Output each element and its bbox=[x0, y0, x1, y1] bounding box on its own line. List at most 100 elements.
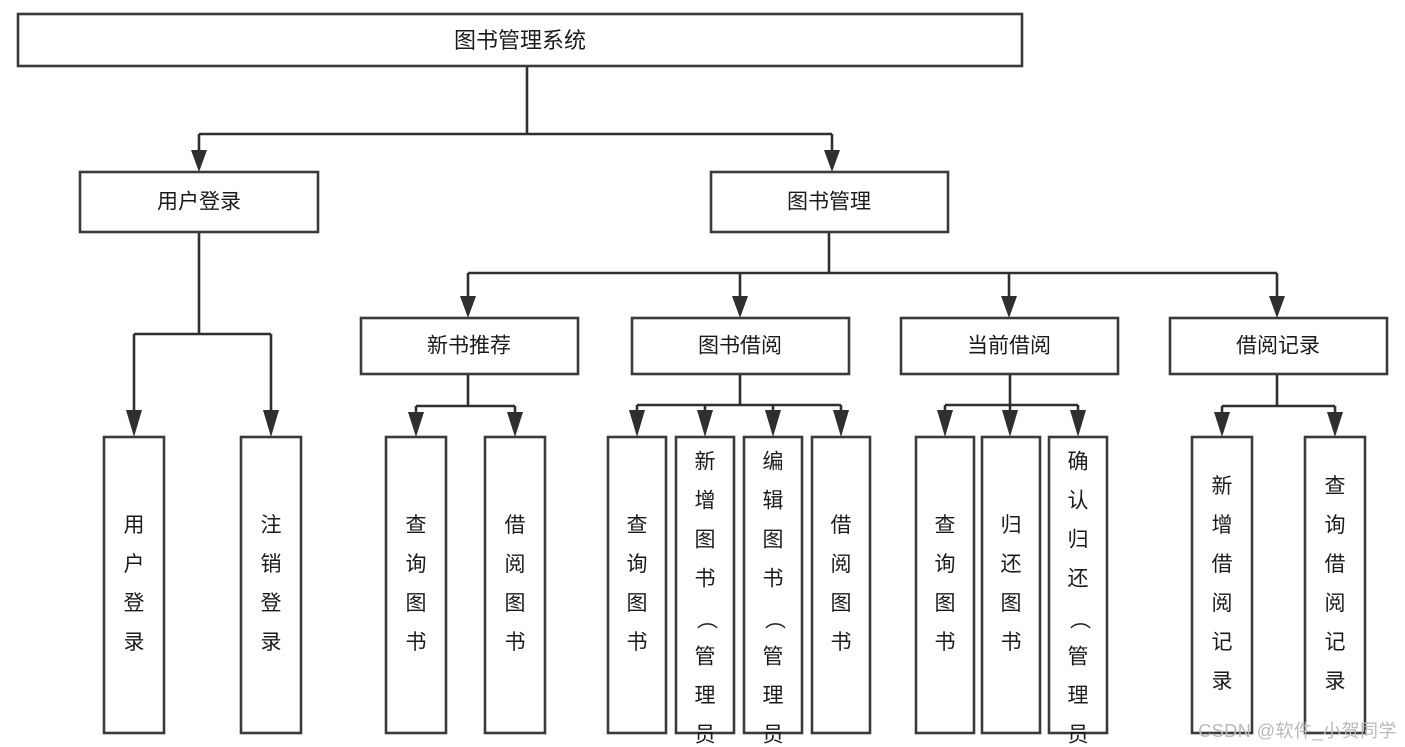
node-user-login[interactable]: 用户登录 bbox=[78, 170, 320, 234]
leaf-char: 查 bbox=[1325, 475, 1346, 498]
leaf-char: 阅 bbox=[1212, 592, 1233, 615]
node-root-box[interactable] bbox=[16, 12, 1024, 68]
leaf-char: 理 bbox=[763, 685, 784, 708]
leaf-char: 归 bbox=[1068, 529, 1089, 552]
leaf-char: 编 bbox=[763, 451, 784, 474]
leaf-char: 销 bbox=[261, 553, 282, 576]
leaf-char: 阅 bbox=[831, 553, 852, 576]
leaf-char: 录 bbox=[1325, 670, 1346, 693]
leaf-char: 借 bbox=[831, 514, 852, 537]
leaf-char: 还 bbox=[1068, 568, 1089, 591]
node-borrow-record[interactable]: 借阅记录 bbox=[1168, 316, 1389, 376]
node-new-book-recommend[interactable]: 新书推荐 bbox=[359, 316, 580, 376]
leaf-char: 认 bbox=[1068, 490, 1089, 513]
arrow-head-user-login bbox=[191, 150, 207, 172]
leaf-char: 增 bbox=[1212, 514, 1233, 537]
leaf-char: 询 bbox=[935, 553, 956, 576]
node-user-login-box[interactable] bbox=[78, 170, 320, 234]
node-leaf-add-record-box[interactable] bbox=[1190, 435, 1254, 735]
leaf-char: 管 bbox=[695, 646, 716, 669]
leaf-char: 新 bbox=[695, 451, 716, 474]
leaf-char: 图 bbox=[831, 592, 852, 615]
node-leaf-confirm-return-box[interactable] bbox=[1047, 435, 1109, 735]
node-borrow-record-label: 借阅记录 bbox=[1236, 335, 1320, 358]
leaf-char: 书 bbox=[695, 568, 716, 591]
leaf-char: 询 bbox=[406, 553, 427, 576]
node-borrow-record-box[interactable] bbox=[1168, 316, 1389, 376]
leaf-char: 书 bbox=[935, 631, 956, 654]
leaf-char: 注 bbox=[261, 514, 282, 537]
arrow-head-borrow-record bbox=[1269, 296, 1285, 318]
node-leaf-return-book-box[interactable] bbox=[980, 435, 1042, 735]
node-root[interactable]: 图书管理系统 bbox=[16, 12, 1024, 68]
leaf-char: 辑 bbox=[763, 490, 784, 513]
connectors bbox=[126, 66, 1343, 437]
node-book-manage-box[interactable] bbox=[709, 170, 950, 234]
leaf-char: 户 bbox=[124, 553, 145, 576]
leaf-char: 图 bbox=[406, 592, 427, 615]
node-new-book-recommend-label: 新书推荐 bbox=[427, 335, 511, 358]
arrow-head-leaf-edit-book bbox=[765, 410, 781, 437]
leaf-char: 录 bbox=[124, 631, 145, 654]
arrow-head-leaf-borrow-book-1 bbox=[507, 412, 523, 437]
node-leaf-query-book-1-box[interactable] bbox=[384, 435, 448, 735]
node-leaf-add-book-box[interactable] bbox=[674, 435, 736, 735]
leaf-char: 登 bbox=[124, 592, 145, 615]
node-leaf-query-book-2-box[interactable] bbox=[606, 435, 668, 735]
arrow-head-leaf-add-record bbox=[1214, 412, 1230, 437]
node-leaf-query-book-3-box[interactable] bbox=[914, 435, 976, 735]
leaf-char: 书 bbox=[406, 631, 427, 654]
node-leaf-logout-box[interactable] bbox=[239, 435, 303, 735]
leaf-char: （ bbox=[1067, 609, 1090, 630]
node-leaf-borrow-book-2-box[interactable] bbox=[810, 435, 872, 735]
arrow-head-leaf-add-book bbox=[697, 410, 713, 437]
arrow-head-leaf-query-book-2 bbox=[629, 410, 645, 437]
node-leaf-user-login[interactable]: 用户登录 bbox=[102, 435, 166, 735]
leaf-char: 阅 bbox=[505, 553, 526, 576]
node-book-borrow-box[interactable] bbox=[630, 316, 851, 376]
leaf-char: 员 bbox=[695, 724, 716, 747]
node-leaf-edit-book-box[interactable] bbox=[742, 435, 804, 735]
leaf-char: 借 bbox=[1212, 553, 1233, 576]
arrow-head-leaf-user-login bbox=[126, 410, 142, 437]
node-new-book-recommend-box[interactable] bbox=[359, 316, 580, 376]
leaf-char: 书 bbox=[831, 631, 852, 654]
node-current-borrow-box[interactable] bbox=[899, 316, 1120, 376]
leaf-char: 图 bbox=[1001, 592, 1022, 615]
leaf-char: 确 bbox=[1068, 451, 1089, 474]
node-current-borrow[interactable]: 当前借阅 bbox=[899, 316, 1120, 376]
leaf-char: 询 bbox=[627, 553, 648, 576]
leaf-char: 图 bbox=[695, 529, 716, 552]
arrow-head-book-borrow bbox=[732, 296, 748, 318]
leaf-char: 询 bbox=[1325, 514, 1346, 537]
node-leaf-borrow-book-1-box[interactable] bbox=[483, 435, 547, 735]
leaf-char: 书 bbox=[763, 568, 784, 591]
node-book-manage[interactable]: 图书管理 bbox=[709, 170, 950, 234]
node-leaf-user-login-box[interactable] bbox=[102, 435, 166, 735]
leaf-char: 理 bbox=[1068, 685, 1089, 708]
node-user-login-label: 用户登录 bbox=[157, 191, 241, 214]
arrow-head-leaf-query-record bbox=[1327, 412, 1343, 437]
leaf-char: 查 bbox=[406, 514, 427, 537]
node-book-borrow[interactable]: 图书借阅 bbox=[630, 316, 851, 376]
node-leaf-query-record-box[interactable] bbox=[1303, 435, 1367, 735]
